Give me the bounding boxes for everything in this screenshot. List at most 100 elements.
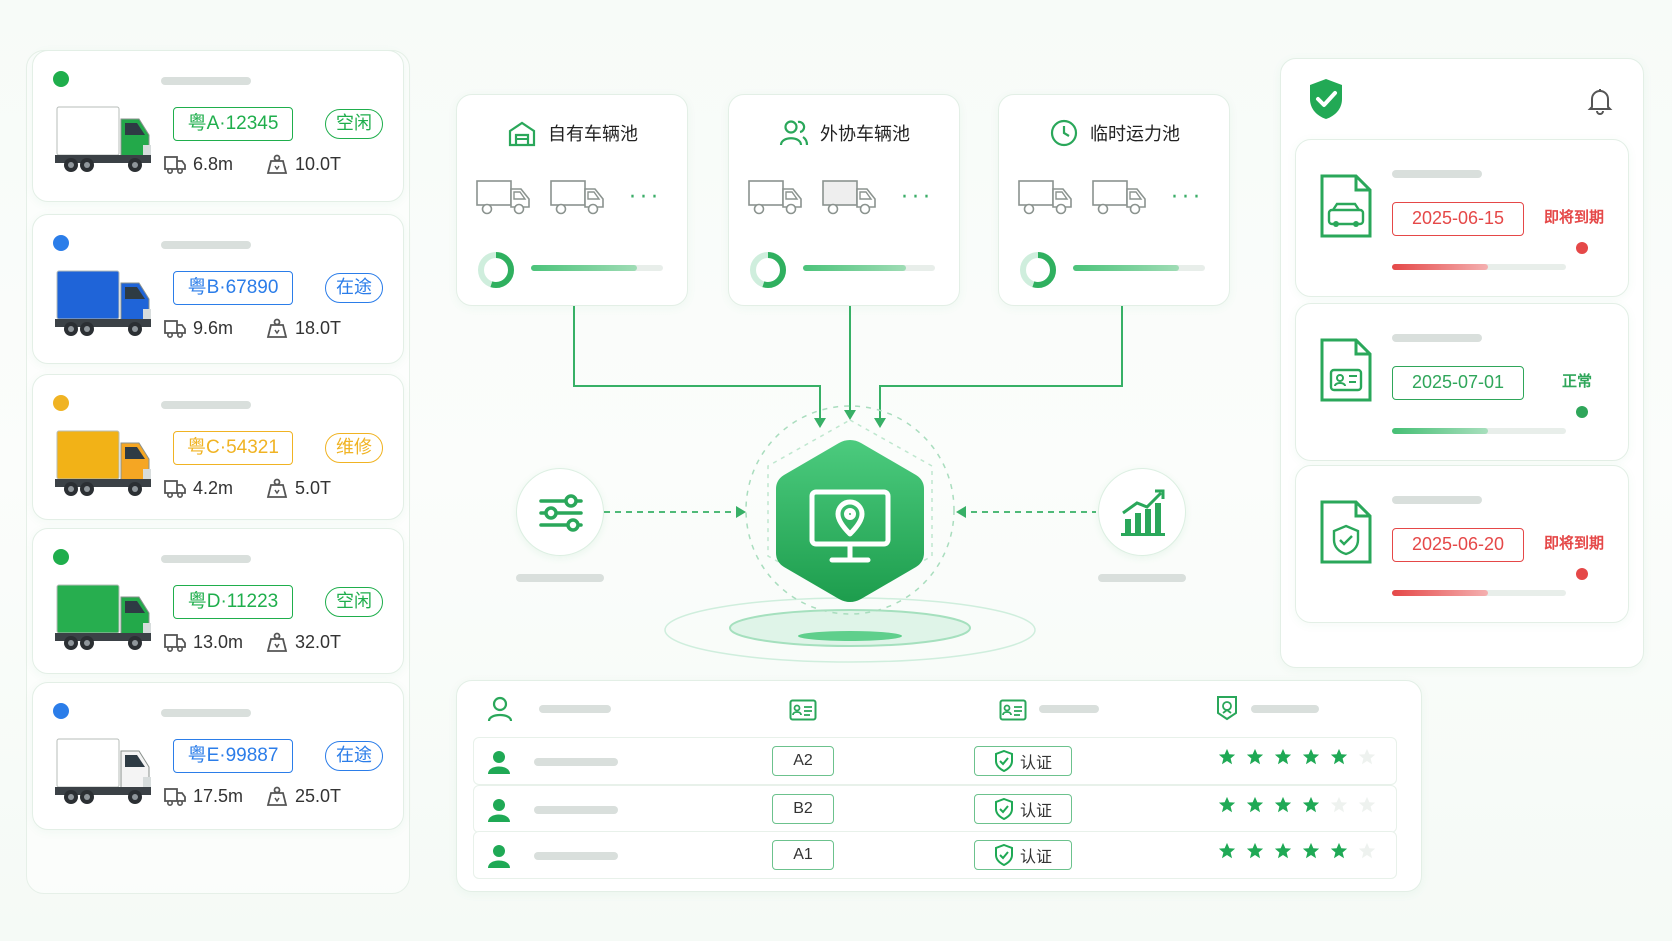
pool-progress-ring xyxy=(1020,252,1056,288)
document-card[interactable]: 2025-06-15 即将到期 xyxy=(1295,139,1629,297)
document-status-dot xyxy=(1576,242,1588,254)
pool-title-label: 自有车辆池 xyxy=(548,124,638,145)
vehicle-card[interactable]: 粤E·99887 在途 17.5m 25.0T xyxy=(32,682,404,830)
clock-icon xyxy=(1050,119,1078,147)
id-card-icon xyxy=(999,699,1027,721)
vehicle-name-placeholder xyxy=(161,555,251,563)
pool-title-label: 外协车辆池 xyxy=(820,124,910,145)
vehicle-status-dot xyxy=(53,549,69,565)
dispatch-hub[interactable] xyxy=(770,436,930,606)
pool-progress-fill xyxy=(803,265,906,271)
vehicle-name-placeholder xyxy=(161,709,251,717)
document-card[interactable]: 2025-07-01 正常 xyxy=(1295,303,1629,461)
truck-outline-icon xyxy=(822,180,876,215)
document-name-placeholder xyxy=(1392,334,1482,342)
blue-box-truck-icon xyxy=(55,270,151,336)
driver-rating xyxy=(1218,748,1376,766)
rating-star-icon xyxy=(1246,796,1264,813)
truck-length: 13.0m xyxy=(163,631,243,653)
vehicle-status-badge: 空闲 xyxy=(325,109,383,139)
rating-star-icon xyxy=(1274,842,1292,859)
pool-title: 临时运力池 xyxy=(999,117,1229,149)
license-card-icon xyxy=(789,699,817,721)
truck-capacity: 32.0T xyxy=(265,631,341,653)
rating-star-icon xyxy=(1330,842,1348,859)
rating-star-icon xyxy=(1246,748,1264,765)
truck-capacity-value: 18.0T xyxy=(295,317,342,338)
truck-length-icon xyxy=(164,480,186,499)
bar-chart-icon xyxy=(1121,489,1165,536)
rating-star-icon xyxy=(1218,796,1236,813)
document-progress-fill xyxy=(1392,264,1488,270)
shield-check-icon xyxy=(994,750,1013,772)
document-status: 即将到期 xyxy=(1544,534,1605,552)
document-progress-fill xyxy=(1392,428,1488,434)
vehicle-card[interactable]: 粤A·12345 空闲 6.8m 10.0T xyxy=(32,50,404,202)
driver-avatar-icon xyxy=(488,845,510,868)
truck-length: 17.5m xyxy=(163,785,243,807)
warehouse-icon xyxy=(508,121,536,147)
weight-icon xyxy=(266,478,288,498)
license-class: B2 xyxy=(772,794,834,824)
truck-outline-icon xyxy=(550,180,604,215)
truck-length-value: 13.0m xyxy=(193,631,244,652)
pool-progress-ring xyxy=(478,252,514,288)
document-card[interactable]: 2025-06-20 即将到期 xyxy=(1295,465,1629,623)
expiry-date: 2025-07-01 xyxy=(1392,366,1524,400)
rating-star-icon xyxy=(1330,748,1348,765)
vehicle-status-dot xyxy=(53,71,69,87)
rating-star-icon xyxy=(1274,748,1292,765)
pool-title: 自有车辆池 xyxy=(457,117,687,149)
truck-capacity: 18.0T xyxy=(265,317,341,339)
rating-star-icon xyxy=(1218,842,1236,859)
truck-length: 6.8m xyxy=(163,153,233,175)
table-row[interactable]: A2 认证 xyxy=(473,737,1397,785)
pool-trucks: ··· xyxy=(1017,177,1204,217)
monitor-location-icon xyxy=(809,489,891,563)
truck-capacity: 10.0T xyxy=(265,153,341,175)
document-status-dot xyxy=(1576,568,1588,580)
config-node[interactable] xyxy=(516,468,604,556)
capacity-pool-card[interactable]: 外协车辆池 ··· xyxy=(728,94,960,306)
table-row[interactable]: B2 认证 xyxy=(473,785,1397,833)
truck-length-icon xyxy=(164,320,186,339)
vehicle-status-dot xyxy=(53,235,69,251)
rating-star-icon xyxy=(1302,748,1320,765)
vehicle-card[interactable]: 粤B·67890 在途 9.6m 18.0T xyxy=(32,214,404,364)
certification-badge: 认证 xyxy=(974,746,1072,776)
driver-name-placeholder xyxy=(534,852,618,860)
bell-icon[interactable] xyxy=(1587,87,1613,115)
user-icon xyxy=(487,696,513,722)
capacity-pool-card[interactable]: 临时运力池 ··· xyxy=(998,94,1230,306)
vehicle-card[interactable]: 粤D·11223 空闲 13.0m 32.0T xyxy=(32,528,404,674)
truck-outline-icon xyxy=(748,180,802,215)
weight-icon xyxy=(266,318,288,338)
vehicle-status-badge: 维修 xyxy=(325,433,383,463)
document-panel: 2025-06-15 即将到期 2025-07-01 正常 2025-06-20… xyxy=(1280,58,1644,668)
green-box-truck-icon xyxy=(55,106,151,172)
analytics-node[interactable] xyxy=(1098,468,1186,556)
license-plate: 粤D·11223 xyxy=(173,585,293,619)
license-plate: 粤E·99887 xyxy=(173,739,293,773)
truck-length-icon xyxy=(164,156,186,175)
pool-trucks: ··· xyxy=(747,177,934,217)
truck-outline-icon xyxy=(476,180,530,215)
vehicle-card[interactable]: 粤C·54321 维修 4.2m 5.0T xyxy=(32,374,404,520)
table-row[interactable]: A1 认证 xyxy=(473,831,1397,879)
truck-length: 9.6m xyxy=(163,317,233,339)
rating-star-icon xyxy=(1218,748,1236,765)
shield-check-icon xyxy=(994,844,1013,866)
driver-name-placeholder xyxy=(534,806,618,814)
certification-badge: 认证 xyxy=(974,840,1072,870)
document-name-placeholder xyxy=(1392,170,1482,178)
truck-capacity: 5.0T xyxy=(265,477,331,499)
license-doc-icon xyxy=(1320,338,1372,402)
shield-check-icon xyxy=(1310,79,1342,119)
driver-avatar-icon xyxy=(488,751,510,774)
white-box-truck-icon xyxy=(55,738,151,804)
license-plate: 粤C·54321 xyxy=(173,431,293,465)
header-label-placeholder xyxy=(1039,705,1099,713)
capacity-pool-card[interactable]: 自有车辆池 ··· xyxy=(456,94,688,306)
document-name-placeholder xyxy=(1392,496,1482,504)
